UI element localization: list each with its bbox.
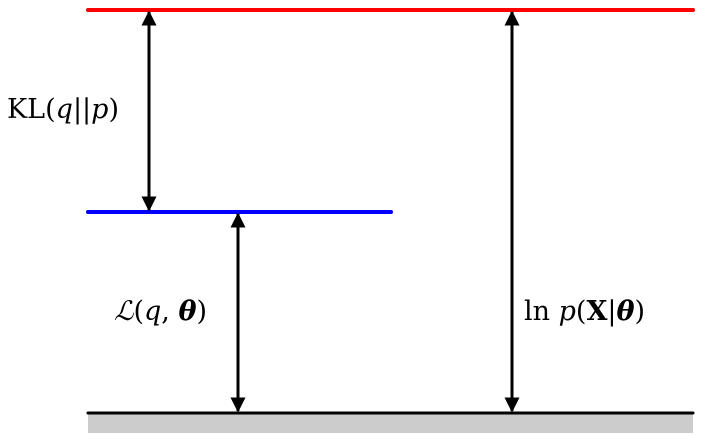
kl-suffix: ) — [108, 94, 119, 125]
ll-bar: | — [607, 296, 617, 327]
lb-comma: , — [161, 296, 179, 327]
ll-ln: ln — [524, 296, 559, 327]
kl-separator: || — [72, 94, 92, 125]
kl-divergence-label: KL(q||p) — [7, 96, 119, 123]
lower-bound-label: ℒ(q, θ) — [114, 298, 207, 325]
ground-fill — [88, 413, 693, 433]
ll-close-paren: ) — [634, 296, 646, 327]
lb-theta: θ — [178, 296, 197, 327]
log-likelihood-label: ln p(X|θ) — [524, 298, 645, 325]
ll-X: X — [586, 296, 608, 327]
kl-q: q — [55, 94, 73, 125]
ll-open-paren: ( — [575, 296, 587, 327]
lower-bound-symbol: ℒ — [114, 296, 134, 327]
lb-q: q — [144, 296, 162, 327]
kl-prefix: KL( — [7, 94, 56, 125]
kl-p: p — [91, 94, 109, 125]
lb-open-paren: ( — [133, 296, 144, 327]
lb-close-paren: ) — [196, 296, 208, 327]
ll-p: p — [558, 296, 576, 327]
ll-theta: θ — [616, 296, 635, 327]
